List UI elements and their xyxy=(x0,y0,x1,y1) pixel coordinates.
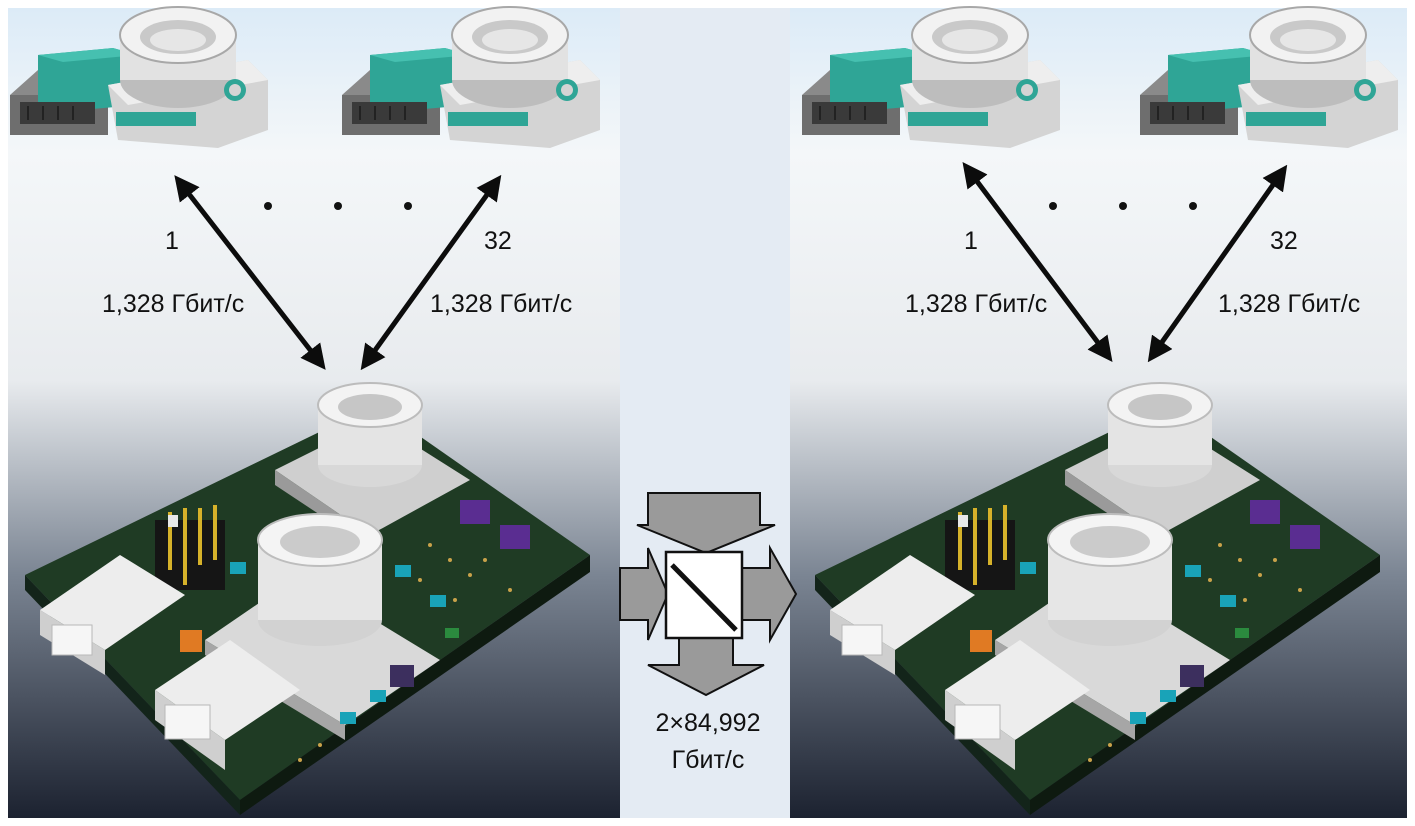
ellipsis-dots xyxy=(264,202,1197,210)
right-channel-first-label: 1 xyxy=(964,227,978,255)
left-channel-last-label: 32 xyxy=(484,227,512,255)
right-channel-last-label: 32 xyxy=(1270,227,1298,255)
left-channel-first-label: 1 xyxy=(165,227,179,255)
right-rate-last-label: 1,328 Гбит/с xyxy=(1218,290,1361,318)
bidirectional-arrow-icon xyxy=(962,162,1113,362)
bidirectional-arrow-icon xyxy=(360,174,502,371)
bidirectional-arrow-icon xyxy=(1147,164,1288,363)
left-rate-first-label: 1,328 Гбит/с xyxy=(102,290,245,318)
aggregate-rate-unit: Гбит/с xyxy=(671,746,745,774)
bidirectional-arrow-icon xyxy=(174,175,326,370)
center-strip xyxy=(620,8,790,818)
right-rate-first-label: 1,328 Гбит/с xyxy=(905,290,1048,318)
crossbar-switch-icon xyxy=(619,492,798,697)
left-rate-last-label: 1,328 Гбит/с xyxy=(430,290,573,318)
aggregate-rate-value: 2×84,992 xyxy=(655,709,761,737)
